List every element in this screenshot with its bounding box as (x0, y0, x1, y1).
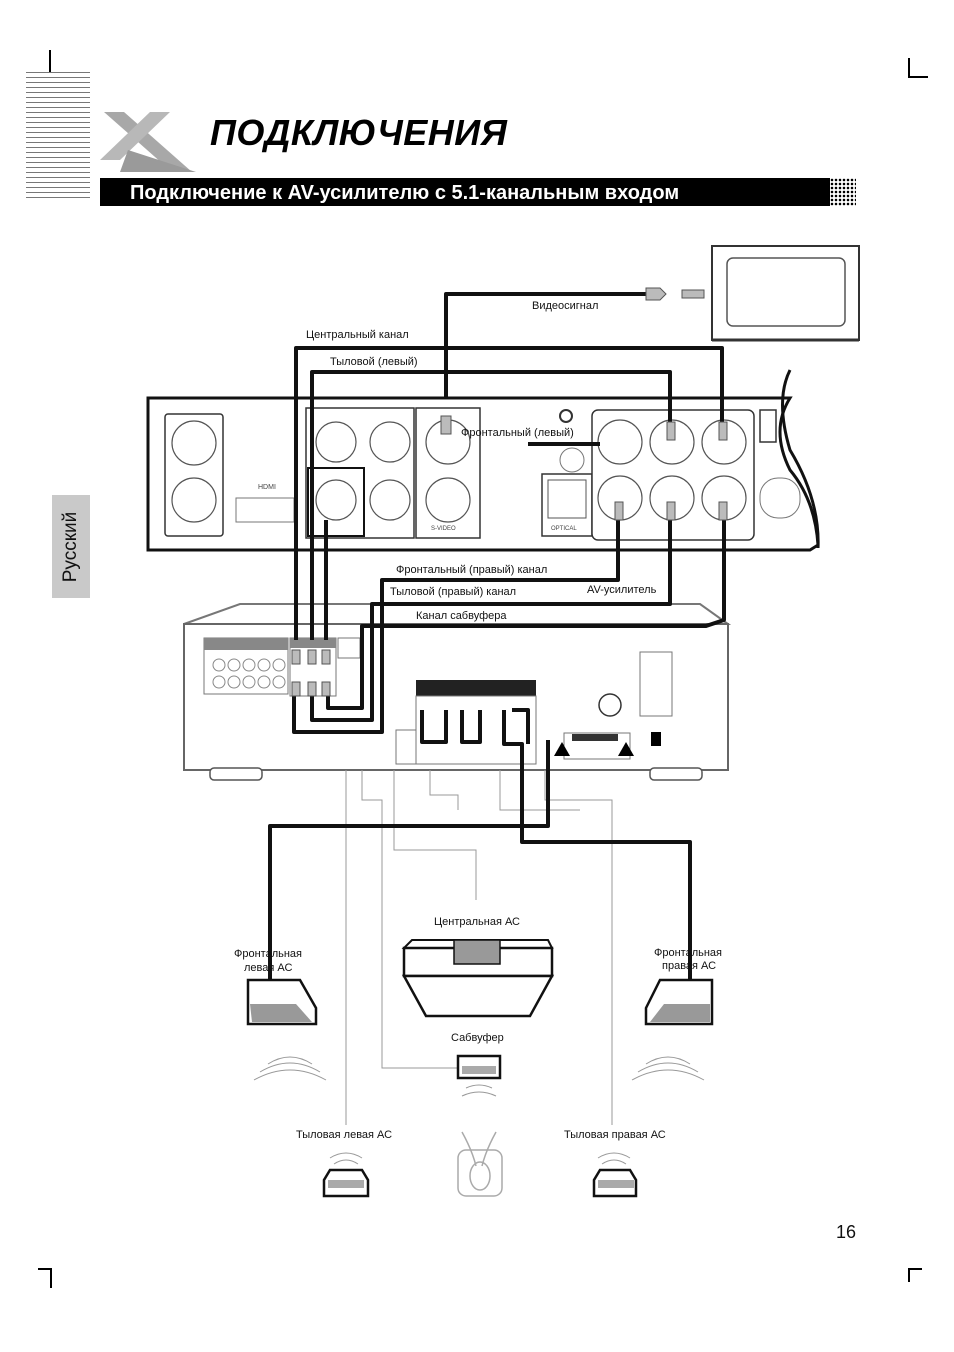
crop-mark-top-right (908, 76, 928, 78)
crop-mark-top-left-v (49, 50, 51, 78)
center-speaker-icon (401, 939, 555, 1018)
crop-mark-bottom-left-v (50, 1268, 52, 1288)
front-left-speaker-icon (246, 978, 327, 1081)
label-subwoofer-channel: Канал сабвуфера (416, 610, 507, 622)
label-av-amplifier: AV-усилитель (587, 584, 657, 596)
label-front-right-channel: Фронтальный (правый) канал (396, 564, 548, 576)
section-title: Подключение к AV-усилителю с 5.1-канальн… (130, 182, 680, 204)
rear-left-speaker-icon (322, 1152, 370, 1198)
crop-mark-bottom-left (38, 1268, 52, 1270)
page-number: 16 (836, 1222, 857, 1242)
audio-video-cables (268, 292, 726, 988)
hdmi-marking: HDMI (258, 484, 276, 491)
rear-right-speaker-icon (592, 1152, 638, 1198)
label-front-left: Фронтальный (левый) (461, 427, 574, 439)
section-dots-decoration (826, 178, 856, 206)
crop-mark-bottom-right (908, 1268, 922, 1270)
label-front-left-speaker-2: левая АС (244, 962, 293, 974)
label-front-right-speaker-1: Фронтальная (654, 947, 723, 959)
crop-mark-bottom-right-v (908, 1268, 910, 1282)
label-subwoofer: Сабвуфер (451, 1032, 504, 1044)
crop-mark-top-right-v (908, 58, 910, 78)
dvd-player-panel (146, 369, 820, 552)
label-rear-left-speaker: Тыловая левая АС (296, 1129, 393, 1141)
label-front-left-speaker-1: Фронтальная (234, 948, 303, 960)
label-front-right-speaker-2: правая АС (662, 960, 717, 972)
label-rear-right-speaker: Тыловая правая АС (564, 1129, 666, 1141)
label-video-signal: Видеосигнал (532, 300, 599, 312)
speaker-wires (345, 770, 613, 1125)
listener-icon (457, 1131, 503, 1197)
label-center-channel: Центральный канал (306, 329, 409, 341)
cable-connectors (291, 287, 728, 697)
label-center-speaker: Центральная АС (434, 916, 520, 928)
optical-marking: OPTICAL (551, 526, 577, 532)
av-amplifier (183, 603, 732, 781)
front-right-speaker-icon (631, 978, 714, 1081)
section-header-bar (100, 178, 830, 206)
decorative-stripes (26, 72, 90, 199)
subwoofer-icon (456, 1054, 502, 1097)
label-rear-right-channel: Тыловой (правый) канал (390, 586, 517, 598)
label-rear-left: Тыловой (левый) (330, 356, 418, 368)
svideo-marking: S-VIDEO (431, 526, 456, 532)
language-tab: Русский (52, 495, 90, 598)
page-title: ПОДКЛЮЧЕНИЯ (210, 112, 508, 153)
tv-icon (711, 245, 860, 342)
